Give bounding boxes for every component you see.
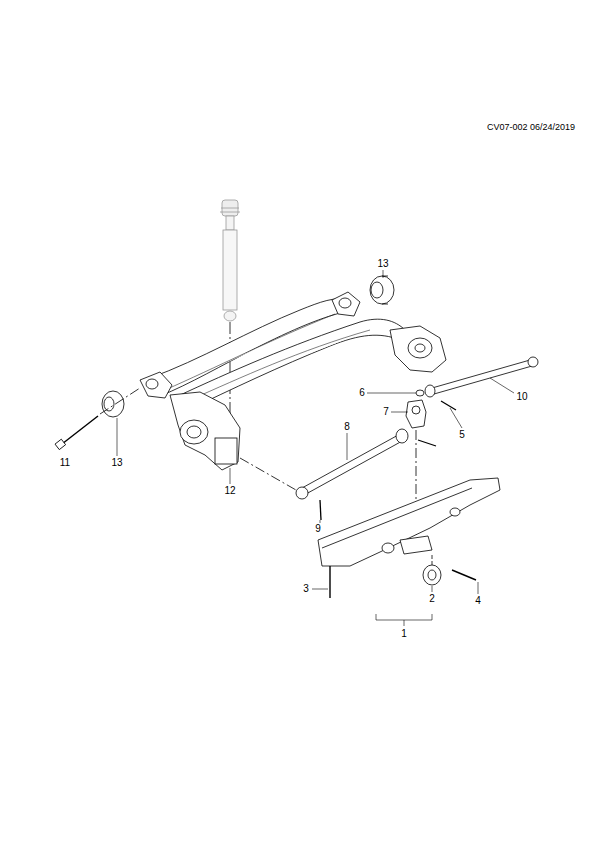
- toe-link: [296, 429, 408, 499]
- crossmember: [318, 478, 500, 566]
- leader-lines: [450, 408, 462, 428]
- bracket: [416, 390, 424, 396]
- bushing: [382, 276, 388, 304]
- subframe: [187, 426, 201, 438]
- leader-lines: [312, 589, 328, 590]
- subframe: [190, 330, 370, 400]
- toe-link: [396, 429, 408, 443]
- center-line: [240, 458, 296, 490]
- bushing: [370, 276, 394, 304]
- illustration-parts: [55, 200, 538, 626]
- callout-number: 13: [111, 458, 122, 468]
- lateral-link: [425, 385, 435, 397]
- callout-number: 13: [377, 259, 388, 269]
- crossmember: [450, 508, 460, 516]
- center-line: [100, 388, 140, 414]
- subframe: [332, 292, 360, 316]
- bolt: [452, 570, 476, 580]
- lateral-link: [528, 357, 538, 367]
- callout-number: 6: [359, 388, 365, 398]
- callout-number: 11: [60, 458, 70, 468]
- leader-lines: [367, 393, 416, 394]
- shock-absorber: [226, 216, 234, 230]
- crossmember: [382, 543, 394, 553]
- subframe: [170, 392, 240, 470]
- shock-absorber: [220, 200, 240, 321]
- crossmember: [318, 478, 500, 566]
- callout-number: 4: [475, 596, 481, 606]
- bolt: [320, 500, 321, 520]
- crossmember: [322, 488, 472, 548]
- subframe: [140, 372, 172, 398]
- bushing: [102, 391, 124, 417]
- crossmember: [400, 536, 432, 554]
- bushing: [371, 282, 383, 298]
- bracket: [406, 400, 426, 428]
- lateral-link: [432, 360, 532, 394]
- bushing: [423, 565, 441, 585]
- leader-lines: [391, 412, 408, 413]
- callout-number: 3: [303, 584, 309, 594]
- leader-lines: [478, 582, 479, 594]
- bushing: [423, 565, 441, 585]
- callout-number: 5: [459, 430, 465, 440]
- subframe: [140, 292, 446, 470]
- toe-link: [296, 487, 308, 499]
- subframe: [390, 326, 446, 372]
- callout-number: 9: [315, 524, 321, 534]
- bracket: [406, 390, 456, 446]
- bolt: [55, 439, 66, 449]
- subframe: [180, 420, 208, 444]
- drawing-code: CV07-002 06/24/2019: [487, 123, 575, 132]
- subframe: [215, 438, 237, 464]
- bolt: [329, 566, 330, 598]
- bracket: [441, 401, 456, 410]
- shock-absorber: [224, 311, 236, 321]
- leader-lines: [117, 270, 514, 626]
- leader-lines: [490, 378, 514, 393]
- callout-number: 2: [429, 594, 435, 604]
- shock-absorber: [220, 208, 240, 212]
- subframe: [146, 379, 158, 389]
- leader-lines: [383, 270, 384, 278]
- leader-lines: [432, 586, 433, 592]
- bolt: [62, 416, 98, 444]
- subframe: [415, 344, 425, 352]
- lateral-link: [425, 357, 538, 397]
- callout-number: 7: [383, 407, 389, 417]
- callout-number: 12: [224, 486, 235, 496]
- toe-link: [302, 434, 404, 494]
- callout-number: 10: [516, 392, 527, 402]
- leader-lines: [320, 520, 321, 523]
- shock-absorber: [223, 230, 237, 310]
- bracket: [412, 406, 420, 414]
- bushing: [102, 276, 394, 417]
- center-line: [432, 555, 433, 565]
- leader-lines: [117, 418, 118, 456]
- subframe: [339, 298, 351, 308]
- bushing: [104, 397, 114, 411]
- subframe: [165, 314, 335, 390]
- leader-lines: [230, 468, 231, 484]
- bracket: [418, 440, 436, 446]
- callout-number: 8: [344, 422, 350, 432]
- subframe: [408, 338, 432, 358]
- bushing: [428, 570, 436, 580]
- bolt: [55, 416, 98, 450]
- callout-number: 1: [401, 629, 407, 639]
- leader-lines: [347, 433, 348, 460]
- leader-lines: [376, 614, 432, 626]
